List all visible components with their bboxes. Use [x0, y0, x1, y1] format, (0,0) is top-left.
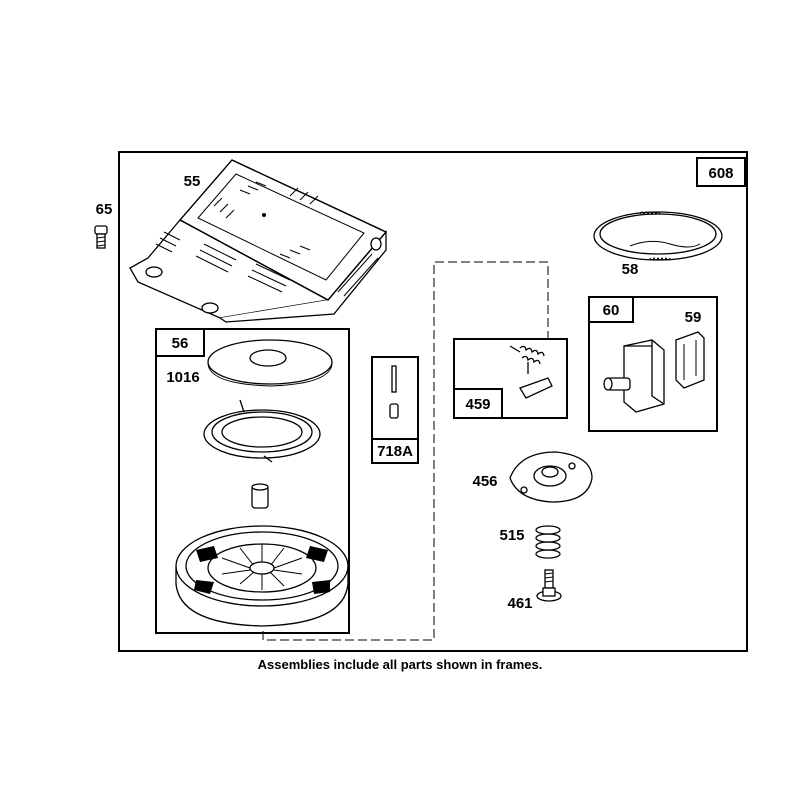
callout-461: 461	[507, 595, 532, 612]
pulley-pin	[251, 483, 269, 509]
callout-456: 456	[472, 473, 497, 490]
pawl-spring-459	[509, 345, 553, 399]
callout-65: 65	[96, 201, 113, 218]
callout-515: 515	[499, 527, 524, 544]
screw-461	[536, 569, 562, 602]
callout-box-608	[696, 157, 746, 187]
callout-608: 608	[708, 165, 733, 182]
spring-58	[593, 211, 723, 261]
screw-65	[94, 225, 108, 249]
assembly-frame-56	[155, 328, 350, 634]
handle-insert-59	[675, 331, 705, 389]
pin-718a	[389, 365, 399, 419]
ratchet-456	[509, 451, 593, 503]
starter-handle-60	[603, 339, 665, 413]
callout-58: 58	[622, 261, 639, 278]
callout-box-718a	[371, 438, 419, 464]
callout-1016: 1016	[166, 369, 199, 386]
rewind-spring	[203, 399, 321, 463]
callout-59: 59	[685, 309, 702, 326]
starter-pulley	[175, 525, 349, 627]
callout-718a: 718A	[377, 443, 413, 460]
callout-459: 459	[465, 396, 490, 413]
callout-box-56	[155, 328, 205, 357]
callout-55: 55	[184, 173, 201, 190]
blower-housing-55	[129, 159, 388, 323]
callout-56: 56	[172, 335, 189, 352]
caption: Assemblies include all parts shown in fr…	[257, 657, 543, 672]
assembly-leader-lines	[262, 261, 549, 641]
callout-60: 60	[603, 302, 620, 319]
callout-box-60	[588, 296, 634, 323]
assembly-frame-608	[118, 151, 748, 652]
assembly-frame-459	[453, 338, 568, 419]
washer-1016	[207, 339, 333, 387]
spring-515	[535, 525, 561, 559]
assembly-frame-60	[588, 296, 718, 432]
callout-box-459	[453, 388, 503, 419]
